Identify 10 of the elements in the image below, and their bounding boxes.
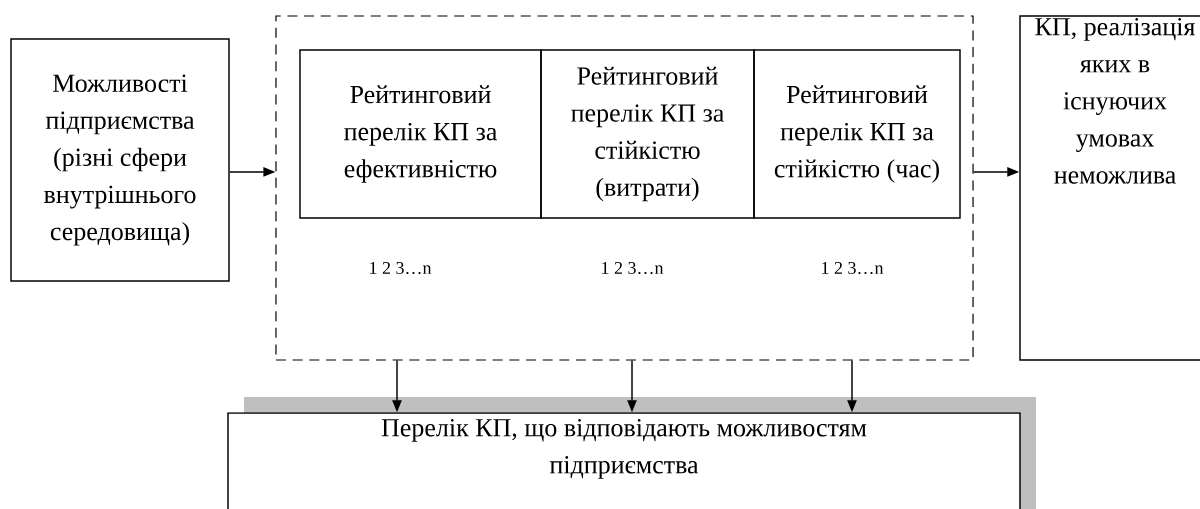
process-box: Рейтинговий перелік КП за стійкістю (витрати)	[540, 49, 755, 219]
sequence-label: 1 2 3…n	[822, 261, 884, 275]
process-box: Рейтинговий перелік КП за ефективністю	[299, 49, 542, 219]
process-box: Рейтинговий перелік КП за стійкістю (час)	[753, 49, 961, 219]
sequence-label: 1 2 3…n	[370, 261, 432, 275]
process-box: Перелік КП, що відповідають можливостям підприємства	[227, 397, 1036, 509]
process-box: КП, реалізація яких в існуючих умовах неможлива	[1019, 15, 1200, 361]
sequence-label: 1 2 3…n	[602, 261, 664, 275]
process-box: Можливості підприємства (різні сфери внутрішнього середовища)	[10, 38, 230, 282]
dashed-group-box	[275, 15, 974, 361]
